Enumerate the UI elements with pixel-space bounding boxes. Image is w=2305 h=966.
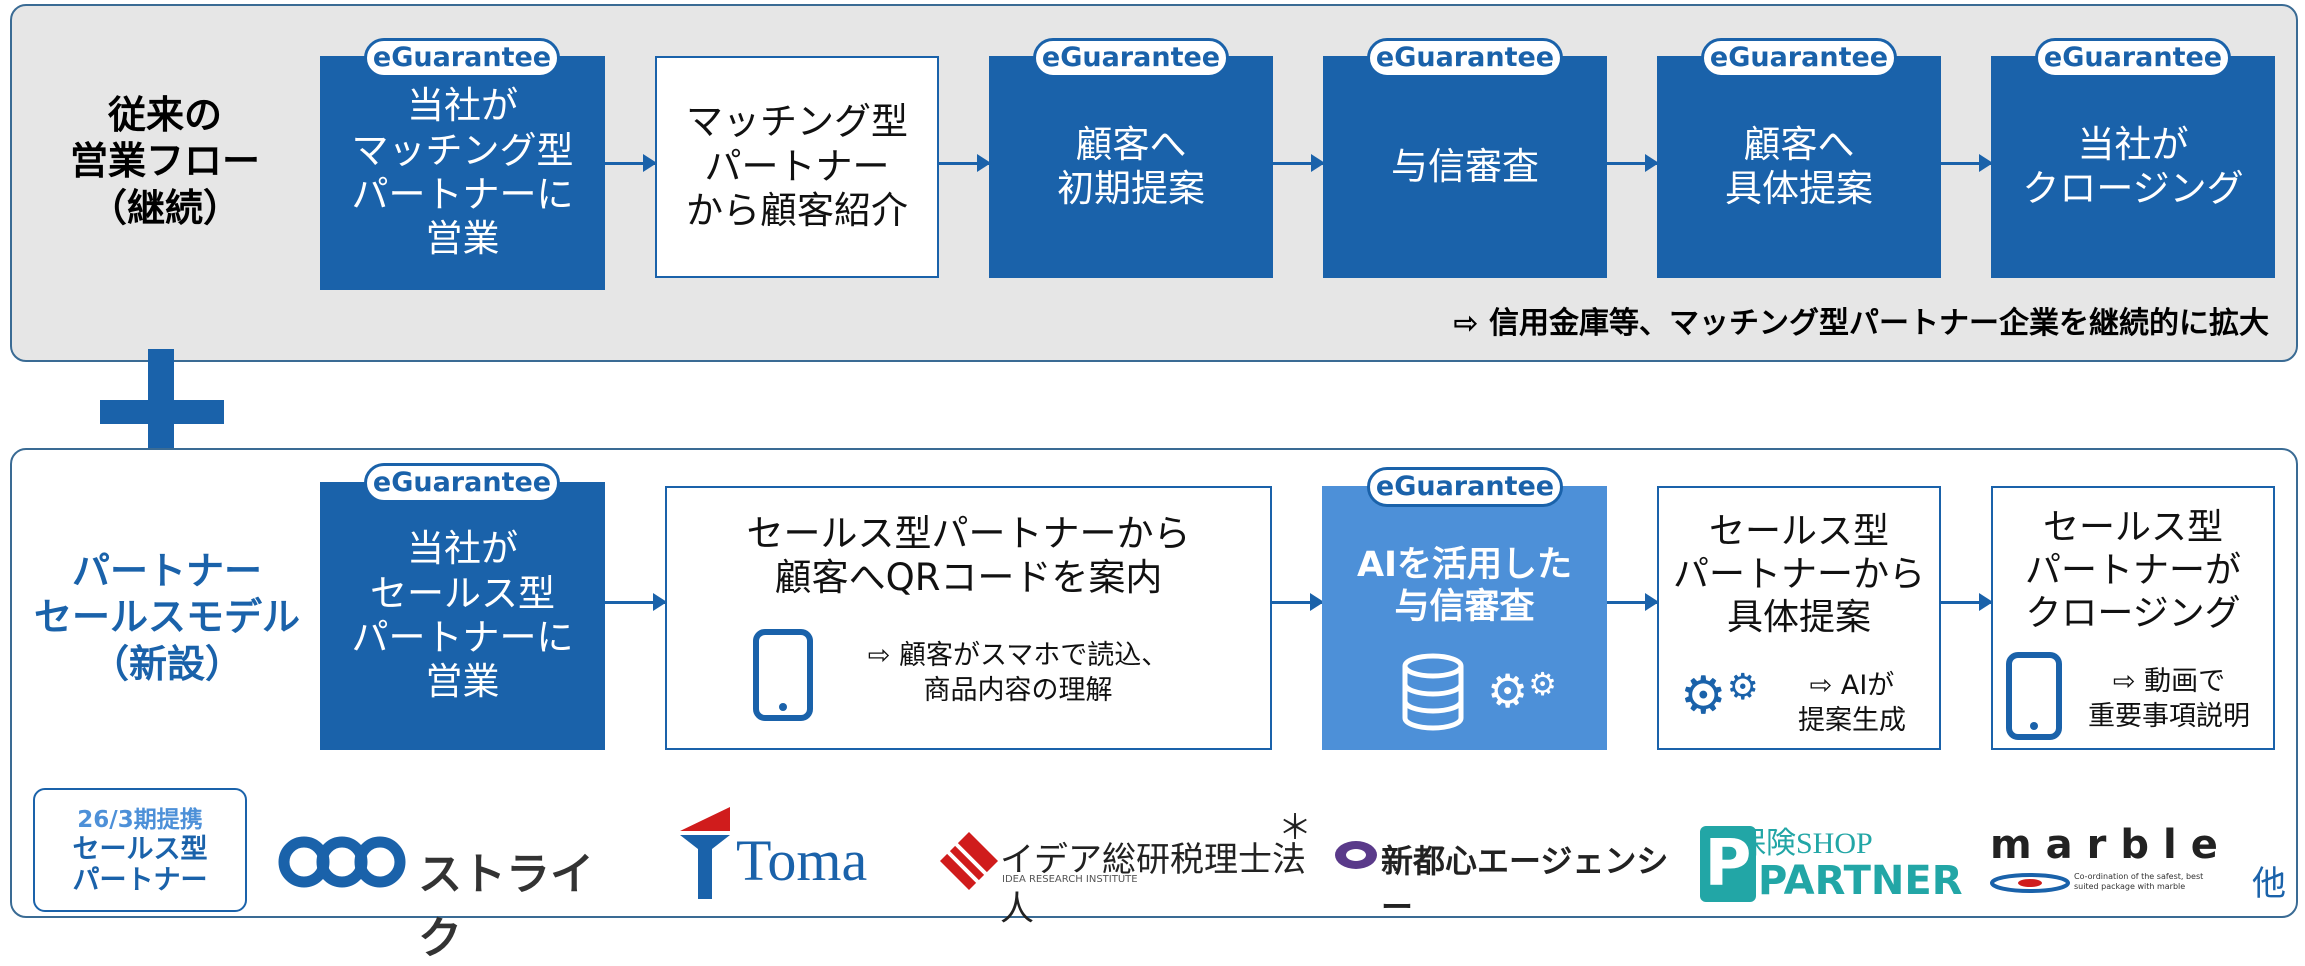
partner-label: 26/3期提携 セールス型 パートナー bbox=[33, 788, 247, 912]
flow-arrow bbox=[1941, 154, 1993, 172]
bottom-step-5: セールス型 パートナーが クロージング bbox=[1991, 486, 2275, 750]
top-step-2: マッチング型 パートナー から顧客紹介 bbox=[655, 56, 939, 278]
partner-p-mark-icon: P bbox=[1700, 826, 1756, 902]
flow-arrow bbox=[1941, 593, 1993, 611]
gears-icon: ⚙⚙ bbox=[1680, 666, 1759, 726]
top-step-6: 当社が クロージング bbox=[1991, 56, 2275, 278]
flow-arrow bbox=[1272, 593, 1324, 611]
database-icon bbox=[1402, 653, 1464, 731]
bottom-step-1: 当社が セールス型 パートナーに 営業 bbox=[320, 482, 605, 750]
bottom-step-3: AIを活用した 与信審査 bbox=[1322, 486, 1607, 750]
bottom-step-4: セールス型 パートナーから 具体提案 bbox=[1657, 486, 1941, 750]
expansion-summary: ⇨ 信用金庫等、マッチング型パートナー企業を継続的に拡大 bbox=[1453, 306, 2269, 341]
top-step-4: 与信審査 bbox=[1323, 56, 1607, 278]
flow-arrow bbox=[605, 154, 657, 172]
video-sub-text: ⇨ 動画で 重要事項説明 bbox=[2088, 666, 2250, 733]
eguarantee-tag: eGuarantee bbox=[1367, 467, 1563, 507]
smartphone-icon bbox=[753, 629, 813, 721]
smartphone-icon bbox=[2006, 652, 2062, 740]
idea-logo: イデア総研税理士法人 IDEA RESEARCH INSTITUTE ＊ bbox=[938, 800, 1318, 929]
shintoshin-agency-logo: 新都心エージェンシー bbox=[1333, 832, 1673, 926]
eguarantee-tag: eGuarantee bbox=[364, 38, 560, 78]
hoken-shop-partner-logo: 保険SHOP P PARTNER bbox=[1700, 818, 1963, 908]
eguarantee-tag: eGuarantee bbox=[1367, 38, 1563, 78]
qr-sub-text: ⇨ 顧客がスマホで読込、 商品内容の理解 bbox=[867, 640, 1169, 707]
bottom-step-2: セールス型パートナーから 顧客へQRコードを案内 bbox=[665, 486, 1272, 750]
top-step-5: 顧客へ 具体提案 bbox=[1657, 56, 1941, 278]
top-step-1: 当社が マッチング型 パートナーに 営業 bbox=[320, 56, 605, 290]
flow-arrow bbox=[1273, 154, 1325, 172]
strike-mark-icon bbox=[278, 836, 406, 888]
flow-arrow bbox=[605, 593, 667, 611]
others-label: 他 bbox=[2252, 864, 2286, 904]
toma-logo: Toma bbox=[676, 805, 916, 901]
toma-mark-icon bbox=[680, 807, 730, 899]
conventional-flow-label: 従来の 営業フロー （継続） bbox=[69, 93, 260, 230]
eguarantee-tag: eGuarantee bbox=[1701, 38, 1897, 78]
flow-arrow bbox=[939, 154, 991, 172]
gears-icon: ⚙⚙ bbox=[1487, 664, 1557, 718]
partner-sales-label: パートナー セールスモデル （新設） bbox=[33, 549, 300, 686]
eguarantee-tag: eGuarantee bbox=[364, 463, 560, 503]
idea-mark-icon bbox=[940, 832, 998, 890]
strike-logo: ストライク bbox=[278, 832, 618, 964]
flow-arrow bbox=[1607, 154, 1659, 172]
flow-arrow bbox=[1607, 593, 1659, 611]
eguarantee-tag: eGuarantee bbox=[2035, 38, 2231, 78]
shintoshin-mark-icon bbox=[1335, 841, 1377, 869]
top-step-3: 顧客へ 初期提案 bbox=[989, 56, 1273, 278]
ai-proposal-sub-text: ⇨ AIが 提案生成 bbox=[1798, 670, 1906, 737]
marble-logo: marble Co-ordination of the safest, best… bbox=[1990, 822, 2218, 902]
marble-swoosh-icon bbox=[1990, 873, 2070, 893]
eguarantee-tag: eGuarantee bbox=[1033, 38, 1229, 78]
